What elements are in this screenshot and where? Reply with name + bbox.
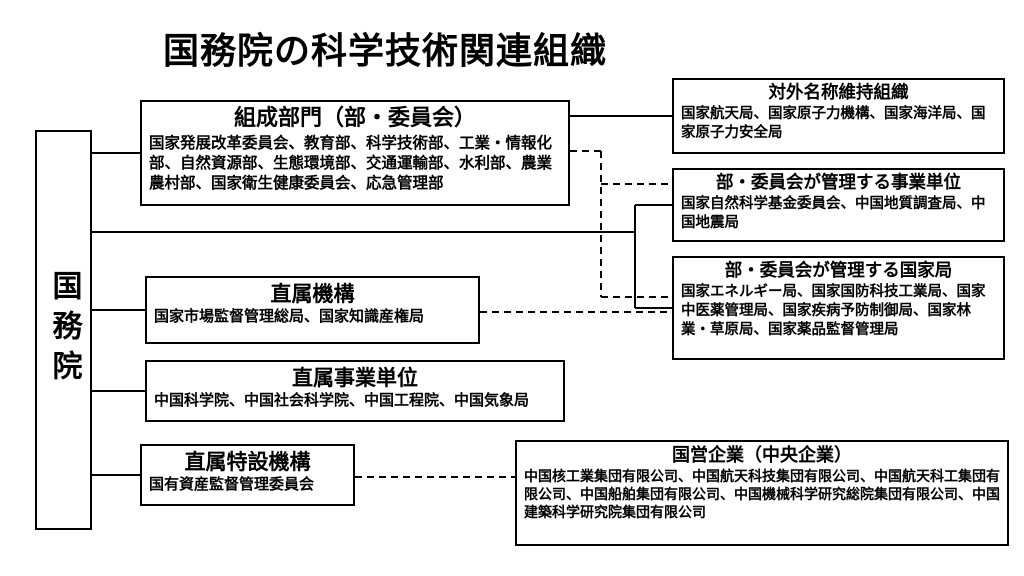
box-direct-institutions: 直属事業単位 中国科学院、中国社会科学院、中国工程院、中国気象局 (145, 360, 565, 422)
box-direct-agencies: 直属機構 国家市場監督管理総局、国家知識産権局 (145, 276, 480, 344)
box-ministry-managed-state-bureaus: 部・委員会が管理する国家局 国家エネルギー局、国家国防科技工業局、国家中医薬管理… (672, 256, 1005, 360)
composition-title: 組成部門（部・委員会） (233, 106, 476, 131)
box-composition-departments: 組成部門（部・委員会） 国家発展改革委員会、教育部、科学技術部、工業・情報化部、… (140, 100, 570, 206)
direct-special-body: 国有資産監督管理委員会 (149, 475, 315, 494)
box-state-owned-enterprises: 国営企業（中央企業） 中国核工業集団有限公司、中国航天科技集団有限公司、中国航天… (515, 440, 1009, 546)
state-enterprises-body: 中国核工業集団有限公司、中国航天科技集団有限公司、中国航天科工集団有限公司、中国… (524, 468, 1000, 522)
external-name-title: 対外名称維持組織 (768, 83, 909, 103)
box-external-name-organizations: 対外名称維持組織 国家航天局、国家原子力機構、国家海洋局、国家原子力安全局 (672, 78, 1005, 154)
box-direct-special-agencies: 直属特設機構 国有資産監督管理委員会 (140, 444, 355, 506)
ministry-institutions-body: 国家自然科学基金委員会、中国地質調査局、中国地震局 (681, 195, 986, 231)
ministry-bureaus-title: 部・委員会が管理する国家局 (724, 261, 953, 281)
ministry-institutions-title: 部・委員会が管理する事業単位 (716, 173, 961, 193)
direct-agencies-body: 国家市場監督管理総局、国家知識産権局 (154, 307, 425, 326)
direct-institutions-body: 中国科学院、中国社会科学院、中国工程院、中国気象局 (154, 391, 530, 410)
box-ministry-managed-institutions: 部・委員会が管理する事業単位 国家自然科学基金委員会、中国地質調査局、中国地震局 (672, 168, 1005, 242)
direct-agencies-title: 直属機構 (270, 282, 355, 306)
external-name-body: 国家航天局、国家原子力機構、国家海洋局、国家原子力安全局 (681, 105, 986, 141)
box-state-council: 国務院 (35, 130, 92, 530)
ministry-bureaus-body: 国家エネルギー局、国家国防科技工業局、国家中医薬管理局、国家疾病予防制御局、国家… (681, 283, 986, 339)
composition-body: 国家発展改革委員会、教育部、科学技術部、工業・情報化部、自然資源部、生態環境部、… (149, 133, 553, 193)
direct-special-title: 直属特設機構 (184, 450, 311, 474)
state-council-label: 国務院 (46, 270, 82, 390)
state-enterprises-title: 国営企業（中央企業） (672, 445, 852, 466)
chart-title: 国務院の科学技術関連組織 (163, 31, 608, 72)
direct-institutions-title: 直属事業単位 (292, 366, 418, 390)
